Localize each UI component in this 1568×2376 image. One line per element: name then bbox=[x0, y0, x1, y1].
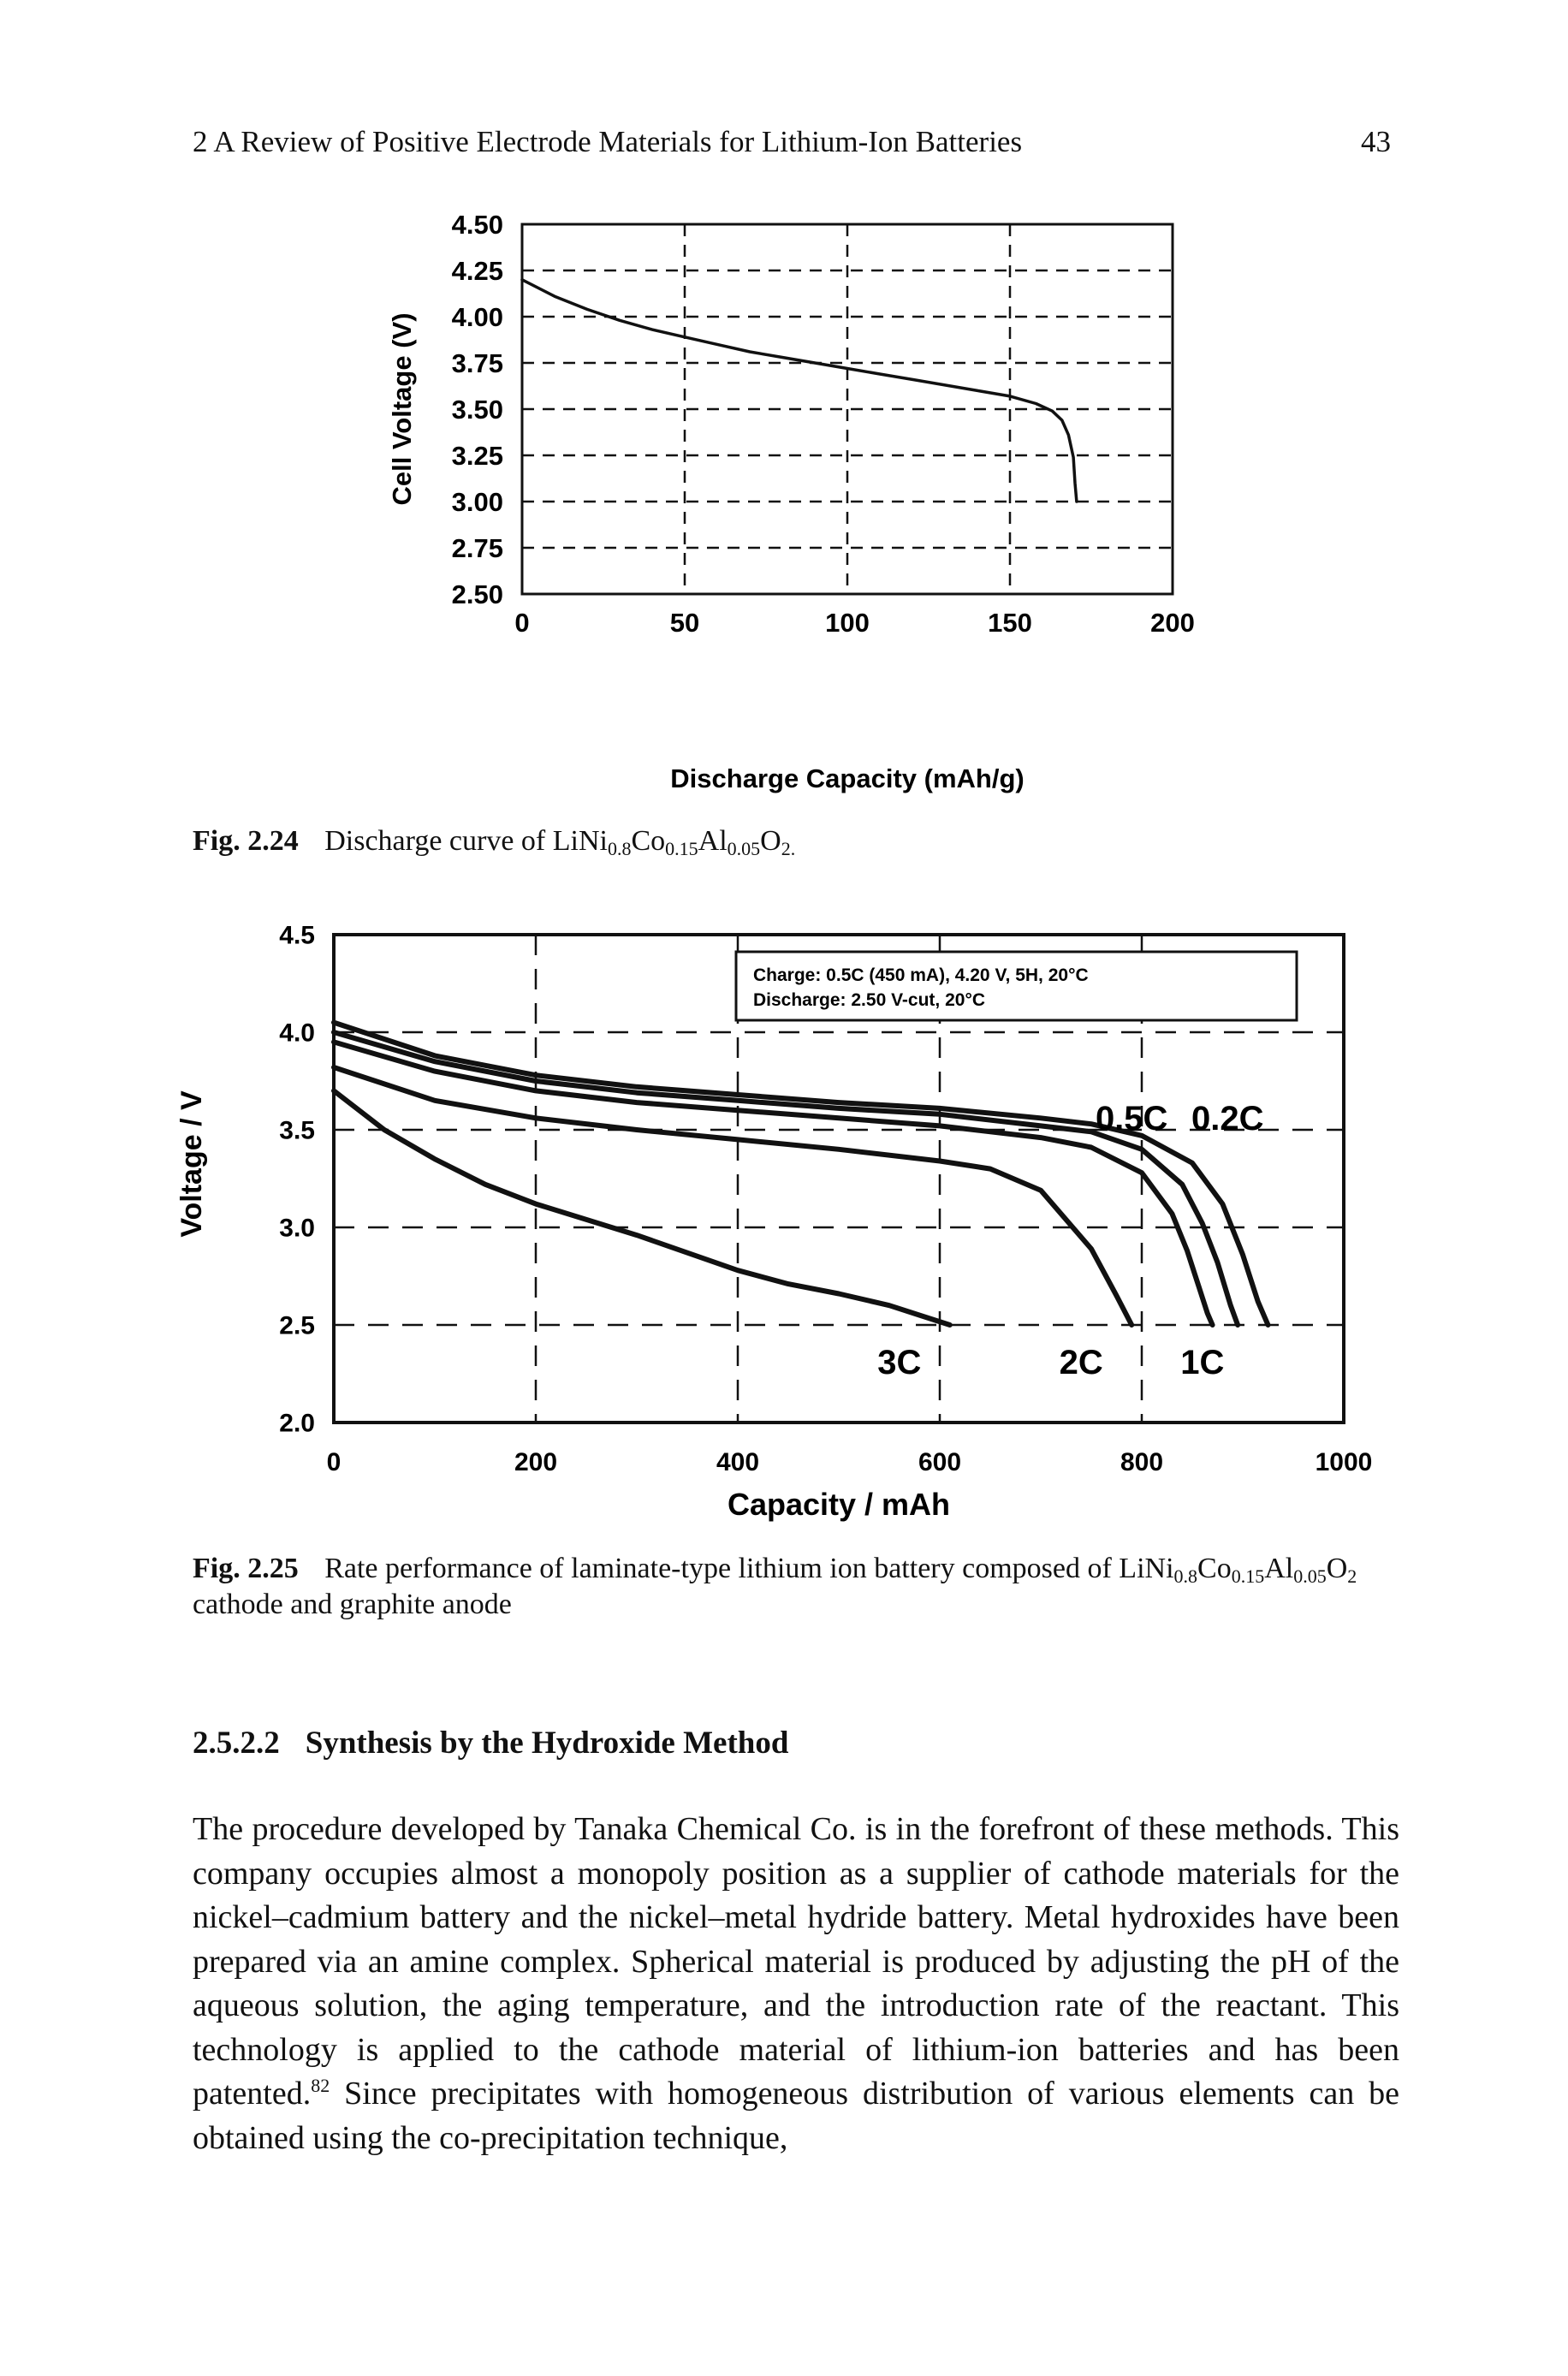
y-tick-label: 4.25 bbox=[452, 256, 503, 286]
y-axis-label: Voltage / V bbox=[175, 1090, 208, 1238]
x-tick-label: 200 bbox=[1150, 608, 1195, 638]
figure-caption-2-24: Fig. 2.24 Discharge curve of LiNi0.8Co0.… bbox=[193, 823, 1408, 859]
series-line-2C bbox=[331, 1065, 1135, 1328]
x-tick-label: 200 bbox=[514, 1448, 557, 1476]
page-number: 43 bbox=[1361, 125, 1391, 158]
x-tick-label: 0 bbox=[327, 1448, 342, 1476]
x-tick-labels: 0 200 400 600 800 1000 bbox=[327, 1448, 1373, 1476]
paragraph-text: The procedure developed by Tanaka Chemic… bbox=[193, 1811, 1399, 2112]
section-title: Synthesis by the Hydroxide Method bbox=[305, 1726, 789, 1761]
paragraph-text-continued: Since precipitates with homogeneous dist… bbox=[193, 2076, 1399, 2156]
section-number: 2.5.2.2 bbox=[193, 1726, 280, 1761]
legend-frame bbox=[734, 950, 1298, 1022]
y-tick-label: 3.5 bbox=[279, 1117, 315, 1145]
formula-text: Co bbox=[631, 825, 666, 857]
y-tick-labels: 4.50 4.25 4.00 3.75 3.50 3.25 3.00 2.75 2.50 bbox=[452, 210, 503, 609]
series-line-1C bbox=[331, 1039, 1215, 1328]
formula-subscript: 0.8 bbox=[607, 838, 632, 859]
figure-label: Fig. 2.24 bbox=[193, 825, 299, 857]
figure-2-24-chart: 4.50 4.25 4.00 3.75 3.50 3.25 3.00 2.75 2.50 0 50… bbox=[387, 210, 1195, 793]
series-line bbox=[520, 278, 1078, 503]
figure-caption-2-25: Fig. 2.25 Rate performance of laminate-t… bbox=[193, 1551, 1408, 1623]
figure-2-25-chart: Charge: 0.5C (450 mA), 4.20 V, 5H, 20°C … bbox=[175, 922, 1373, 1523]
reference-superscript: 82 bbox=[311, 2075, 330, 2096]
x-tick-label: 1000 bbox=[1316, 1448, 1373, 1476]
formula-text: Al bbox=[1264, 1553, 1294, 1584]
running-head: 2 A Review of Positive Electrode Materia… bbox=[193, 125, 1391, 164]
legend-charge-line: Charge: 0.5C (450 mA), 4.20 V, 5H, 20°C bbox=[753, 965, 1089, 985]
x-tick-label: 800 bbox=[1120, 1448, 1163, 1476]
y-tick-label: 4.5 bbox=[279, 922, 315, 950]
annotation-3C: 3C bbox=[877, 1344, 921, 1381]
body-paragraph: The procedure developed by Tanaka Chemic… bbox=[193, 1808, 1399, 2160]
plot-frame bbox=[520, 223, 1174, 596]
y-tick-label: 3.75 bbox=[452, 348, 503, 378]
y-tick-label: 4.50 bbox=[452, 210, 503, 240]
y-tick-label: 2.5 bbox=[279, 1312, 315, 1340]
annotation-0.5C: 0.5C bbox=[1096, 1100, 1168, 1138]
y-tick-label: 2.50 bbox=[452, 579, 503, 609]
x-axis-label: Discharge Capacity (mAh/g) bbox=[670, 763, 1024, 793]
x-tick-label: 400 bbox=[716, 1448, 759, 1476]
plot-frame bbox=[332, 933, 1345, 1424]
formula-subscript: 0.15 bbox=[665, 838, 698, 859]
formula-subscript: 0.05 bbox=[1293, 1565, 1327, 1587]
series-group bbox=[331, 1019, 1271, 1328]
section-heading: 2.5.2.2 Synthesis by the Hydroxide Method bbox=[193, 1725, 788, 1761]
annotation-2C: 2C bbox=[1060, 1344, 1103, 1381]
x-tick-label: 150 bbox=[988, 608, 1032, 638]
y-tick-label: 3.0 bbox=[279, 1215, 315, 1243]
y-tick-label: 3.50 bbox=[452, 395, 503, 425]
x-axis-label: Capacity / mAh bbox=[728, 1487, 950, 1522]
formula-text: Co bbox=[1197, 1553, 1232, 1584]
formula-subscript: 0.05 bbox=[727, 838, 761, 859]
x-tick-label: 100 bbox=[825, 608, 870, 638]
y-tick-label: 4.0 bbox=[279, 1019, 315, 1048]
formula-subscript: 0.15 bbox=[1231, 1565, 1265, 1587]
caption-text: Discharge curve of LiNi bbox=[324, 825, 608, 857]
y-tick-label: 4.00 bbox=[452, 302, 503, 332]
formula-subscript: 0.8 bbox=[1173, 1565, 1198, 1587]
y-tick-label: 3.00 bbox=[452, 487, 503, 517]
annotation-1C: 1C bbox=[1180, 1344, 1224, 1381]
y-tick-labels: 4.5 4.0 3.5 3.0 2.5 2.0 bbox=[279, 922, 315, 1438]
annotation-0.2C: 0.2C bbox=[1191, 1100, 1264, 1138]
y-tick-label: 2.75 bbox=[452, 533, 503, 563]
formula-text: O bbox=[760, 825, 781, 857]
formula-subscript: 2 bbox=[1347, 1565, 1357, 1587]
legend-discharge-line: Discharge: 2.50 V-cut, 20°C bbox=[753, 990, 985, 1010]
x-tick-labels: 0 50 100 150 200 bbox=[514, 608, 1194, 638]
running-head-title: 2 A Review of Positive Electrode Materia… bbox=[193, 125, 1023, 158]
y-tick-label: 2.0 bbox=[279, 1410, 315, 1438]
x-tick-label: 600 bbox=[918, 1448, 961, 1476]
y-tick-label: 3.25 bbox=[452, 441, 503, 471]
x-tick-label: 50 bbox=[670, 608, 699, 638]
legend-box: Charge: 0.5C (450 mA), 4.20 V, 5H, 20°C … bbox=[734, 950, 1298, 1022]
grid bbox=[522, 224, 1173, 594]
formula-text: O bbox=[1326, 1553, 1348, 1584]
series-group bbox=[520, 278, 1078, 503]
series-line-02C bbox=[331, 1019, 1271, 1328]
series-line-05C bbox=[331, 1030, 1241, 1328]
y-axis-label: Cell Voltage (V) bbox=[387, 312, 417, 505]
figure-label: Fig. 2.25 bbox=[193, 1553, 299, 1584]
curve-annotations: 0.5C 0.2C 3C 2C 1C bbox=[877, 1100, 1263, 1381]
formula-text: Al bbox=[698, 825, 728, 857]
x-tick-label: 0 bbox=[514, 608, 529, 638]
caption-text-continued: cathode and graphite anode bbox=[193, 1589, 512, 1620]
formula-subscript: 2. bbox=[781, 838, 796, 859]
caption-text: Rate performance of laminate-type lithiu… bbox=[324, 1553, 1174, 1584]
series-line-3C bbox=[331, 1088, 953, 1328]
